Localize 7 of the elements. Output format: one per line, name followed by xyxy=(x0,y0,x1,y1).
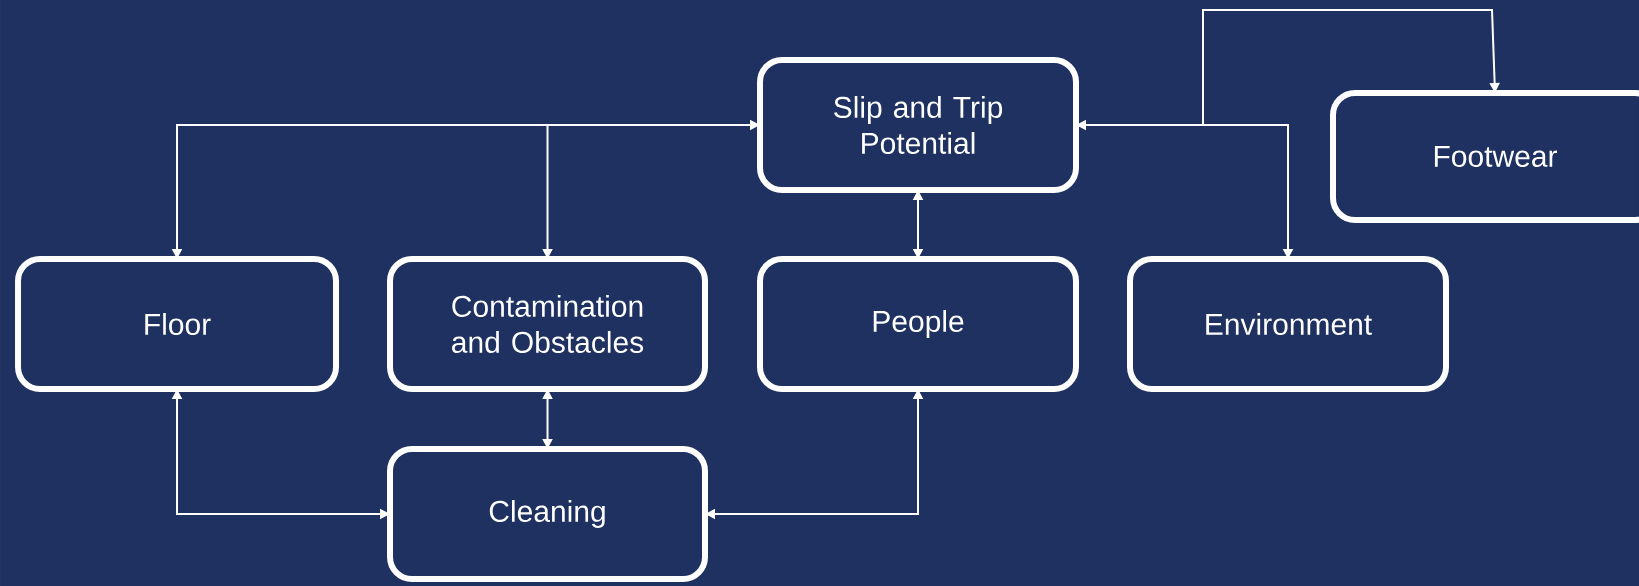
process-box: People xyxy=(757,256,1079,392)
process-box: Contamination and Obstacles xyxy=(387,256,708,392)
process-box: Floor xyxy=(15,256,339,392)
process-box: Environment xyxy=(1127,256,1449,392)
process-box: Slip and Trip Potential xyxy=(757,57,1079,193)
process-box: Footwear xyxy=(1330,90,1639,223)
process-box: Cleaning xyxy=(387,446,708,582)
